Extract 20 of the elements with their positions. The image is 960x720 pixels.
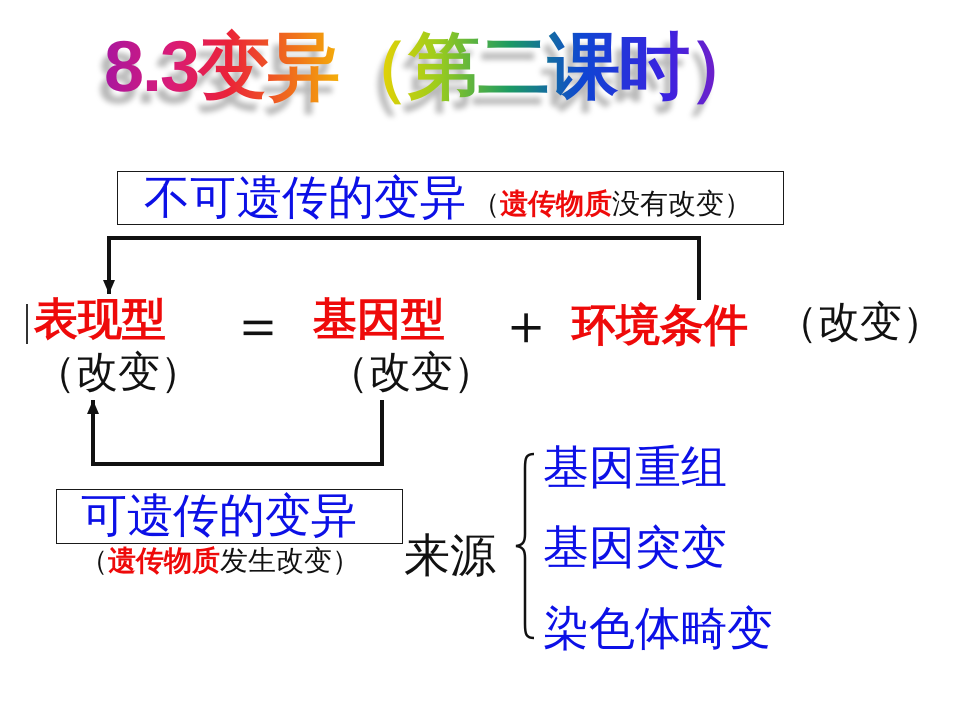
term-label: 环境条件	[572, 300, 764, 353]
change-note: （遗传物质发生改变）	[80, 545, 360, 579]
operator-symbol: ＋	[498, 294, 554, 356]
operator-symbol: ＝	[230, 294, 286, 356]
term-label: 表现型	[34, 294, 166, 346]
box-heading: 不可遗传的变异	[144, 172, 466, 224]
connector-arrow	[87, 400, 384, 466]
source-item: 染色体畸变	[543, 602, 773, 656]
change-note: （改变）	[34, 346, 202, 397]
box-note: （遗传物质没有改变）	[472, 188, 752, 222]
connector-arrow	[103, 236, 701, 300]
source-item: 基因重组	[543, 441, 727, 495]
change-note: （改变）	[776, 297, 944, 347]
term-label: 基因型	[313, 294, 445, 346]
variation-box	[56, 489, 403, 544]
source-item: 基因突变	[543, 521, 727, 575]
box-heading: 可遗传的变异	[81, 490, 357, 542]
variation-box	[117, 171, 784, 225]
source-label: 来源	[404, 528, 496, 583]
change-note: （改变）	[327, 346, 495, 397]
